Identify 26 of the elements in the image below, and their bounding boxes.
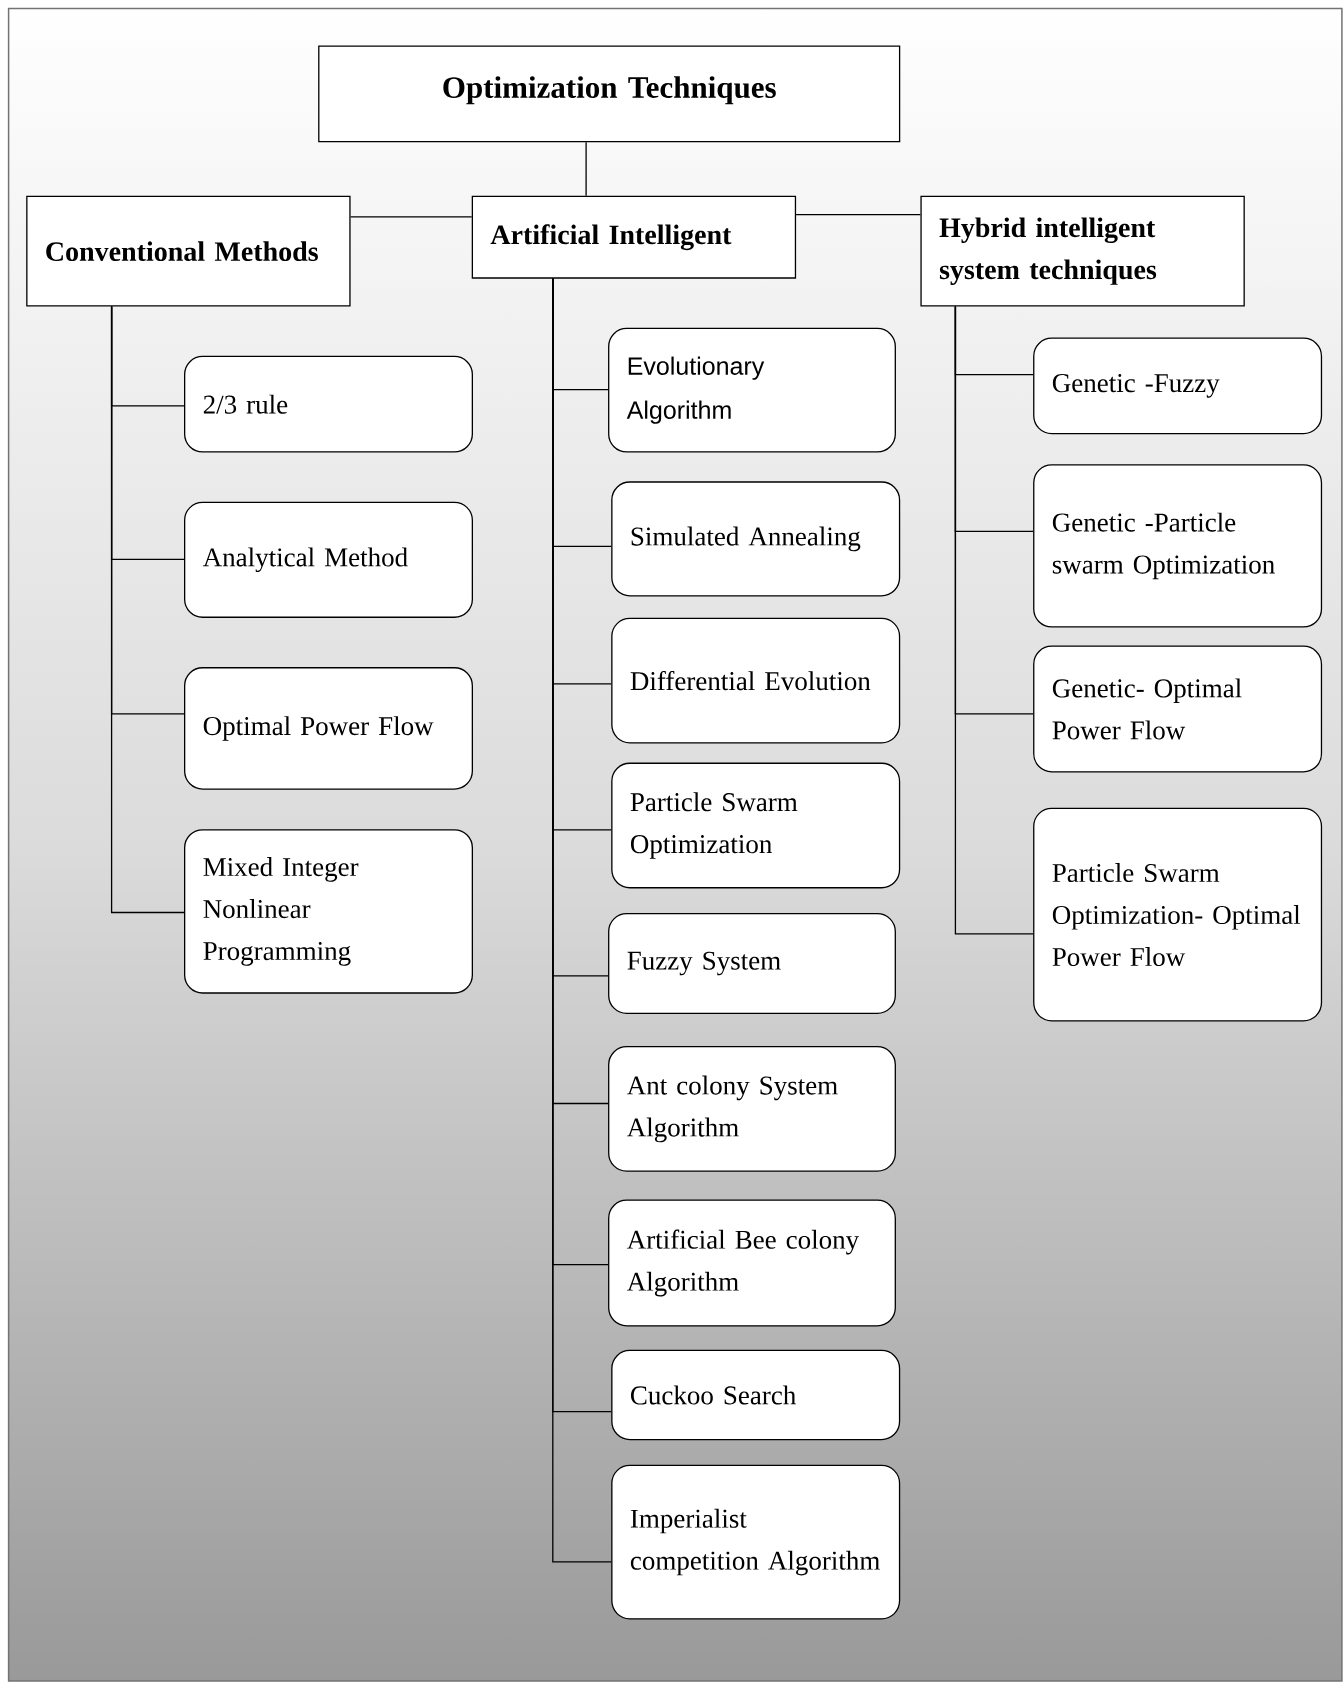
method-box: Ant colony System Algorithm	[608, 1046, 896, 1172]
category-box: Conventional Methods	[26, 195, 351, 307]
method-box: Particle Swarm Optimization	[611, 762, 901, 889]
method-box: Imperialist competition Algorithm	[611, 1464, 901, 1620]
method-box: Simulated Annealing	[611, 481, 901, 597]
connector-line	[585, 141, 587, 197]
method-box: Differential Evolution	[611, 617, 901, 744]
connector-line	[954, 305, 1034, 935]
category-box: Hybrid intelligent system techniques	[920, 195, 1245, 307]
method-box: Genetic -Particle swarm Optimization	[1033, 464, 1323, 628]
method-box: Fuzzy System	[608, 912, 896, 1015]
method-box: Cuckoo Search	[611, 1349, 901, 1441]
method-box: Analytical Method	[184, 501, 473, 618]
connector-line	[110, 305, 185, 914]
method-box: 2/3 rule	[184, 355, 473, 453]
connector-line	[795, 214, 922, 216]
method-box: Evolutionary Algorithm	[608, 327, 896, 453]
method-box: Particle Swarm Optimization- Optimal Power Flow	[1033, 807, 1323, 1022]
connector-line	[349, 216, 473, 218]
category-box: Artificial Intelligent	[471, 195, 797, 279]
method-box: Genetic- Optimal Power Flow	[1033, 645, 1323, 773]
method-box: Mixed Integer Nonlinear Programming	[184, 829, 473, 994]
title-box: Optimization Techniques	[318, 45, 901, 143]
method-box: Artificial Bee colony Algorithm	[608, 1199, 896, 1327]
method-box: Genetic -Fuzzy	[1033, 337, 1323, 435]
method-box: Optimal Power Flow	[184, 667, 473, 790]
